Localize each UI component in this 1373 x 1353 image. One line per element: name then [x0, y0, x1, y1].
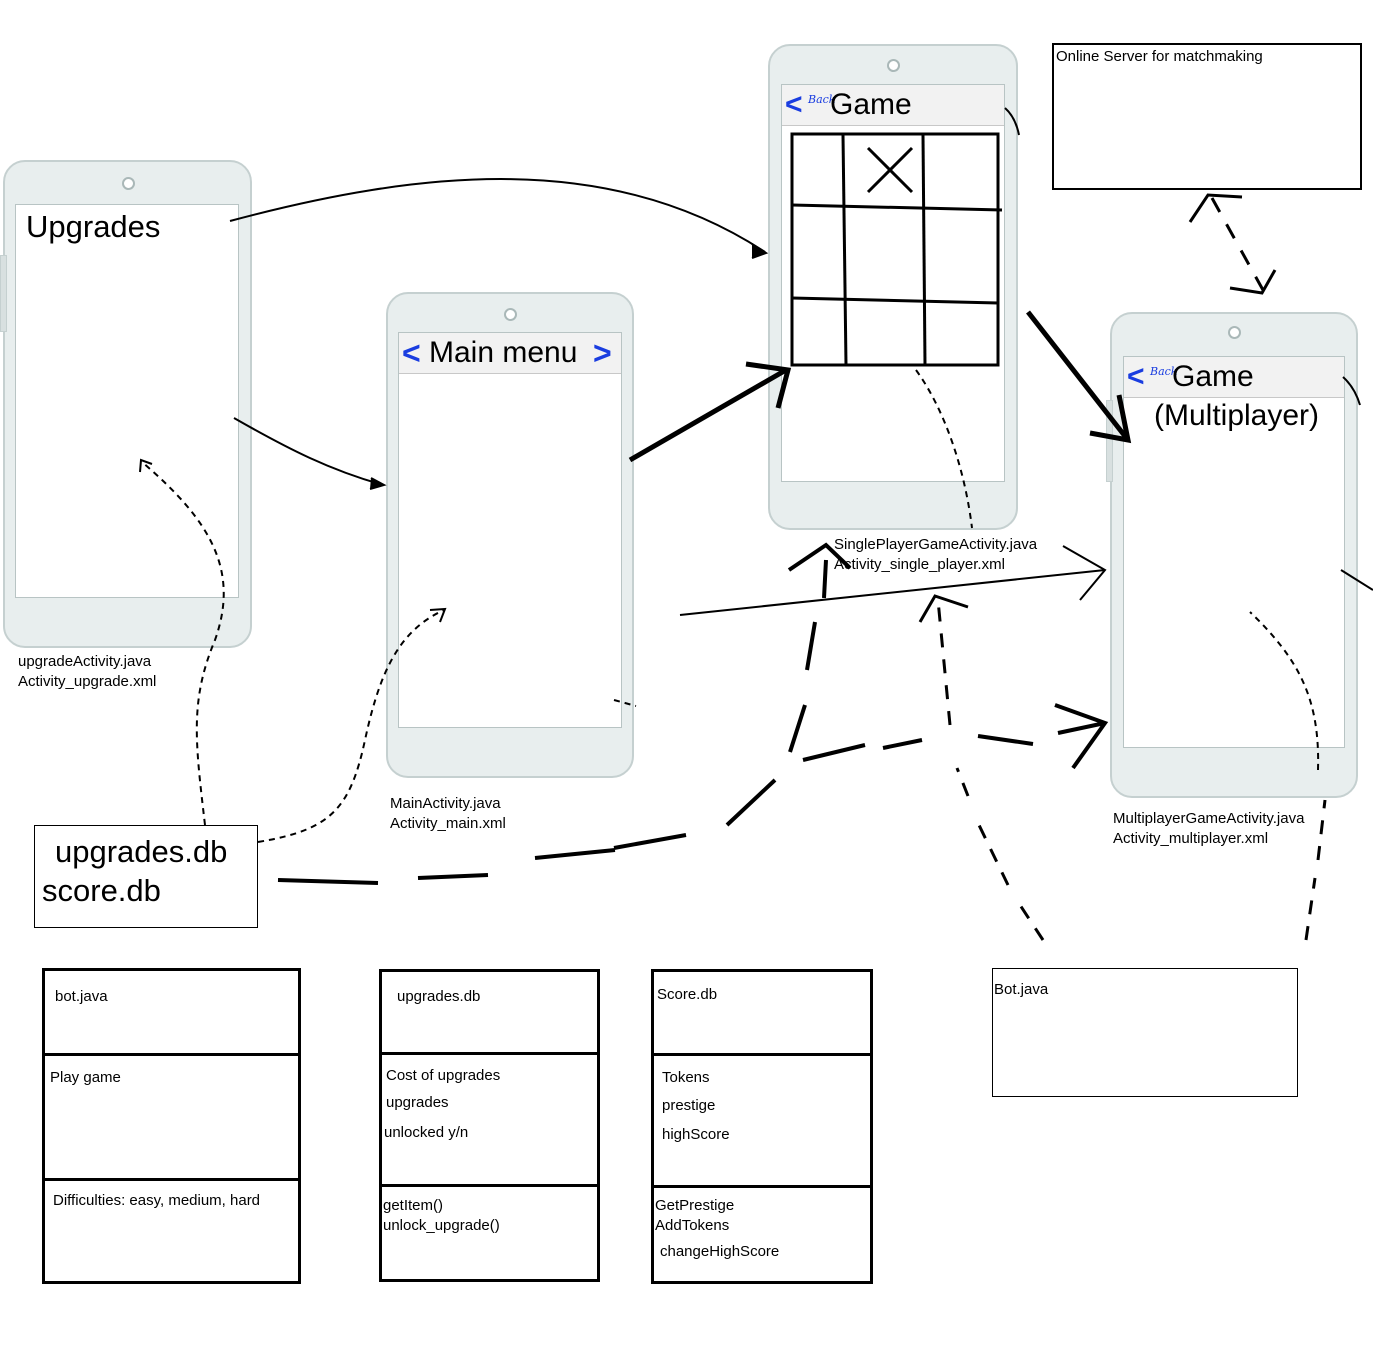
single-xml-label: Activity_single_player.xml: [834, 556, 1005, 573]
edge-mark: [1340, 569, 1373, 591]
side-button: [1106, 400, 1113, 482]
class-upgrades-db: upgrades.db Cost of upgrades upgrades un…: [379, 969, 600, 1282]
multi-java-label: MultiplayerGameActivity.java: [1113, 810, 1305, 827]
class-method: AddTokens: [655, 1217, 730, 1234]
main-menu-titlebar: < Main menu >: [399, 333, 621, 374]
class-bot-java: bot.java Play game Difficulties: easy, m…: [42, 968, 301, 1284]
speaker-icon: [122, 177, 135, 190]
class-score-db: Score.db Tokens prestige highScore GetPr…: [651, 969, 873, 1284]
main-xml-label: Activity_main.xml: [390, 815, 506, 832]
online-server-box: Online Server for matchmaking: [1052, 43, 1362, 190]
class-name: bot.java: [55, 988, 108, 1005]
class-method: GetPrestige: [655, 1197, 735, 1214]
arrow-bot-to-multiplayer: [1304, 799, 1327, 941]
class-name: Score.db: [657, 986, 718, 1003]
arrow-server-multiplayer: [1188, 193, 1277, 295]
phone-multiplayer: < Back Game (Multiplayer): [1110, 312, 1358, 798]
phone-single-player: < Back Game: [768, 44, 1018, 530]
main-menu-title: Main menu: [429, 336, 578, 369]
upgrades-java-label: upgradeActivity.java: [18, 653, 152, 670]
arrow-db-to-main: [257, 607, 447, 843]
edge-mark: [1342, 376, 1361, 406]
class-divider: [45, 1178, 298, 1181]
edge-mark: [1004, 107, 1020, 136]
single-java-label: SinglePlayerGameActivity.java: [834, 536, 1038, 553]
class-field: upgrades: [386, 1094, 449, 1111]
chevron-right-icon[interactable]: >: [593, 335, 612, 371]
chevron-left-icon[interactable]: <: [402, 335, 421, 371]
class-field: Tokens: [662, 1069, 710, 1086]
class-divider: [654, 1185, 870, 1188]
upgrades-title: Upgrades: [26, 209, 161, 244]
class-field: highScore: [662, 1126, 730, 1143]
multiplayer-title: Game: [1172, 360, 1254, 393]
class-divider: [382, 1052, 597, 1055]
arrow-db-to-single: [787, 542, 852, 753]
upgrades-db-label: upgrades.db: [55, 834, 228, 869]
tic-tac-toe-board: [790, 132, 1003, 367]
phone-main-menu: < Main menu >: [386, 292, 634, 778]
arrow-db-to-upgrades: [139, 458, 225, 826]
online-server-label: Online Server for matchmaking: [1056, 48, 1263, 65]
main-menu-screen: < Main menu >: [398, 332, 622, 728]
dashed-line-single: [915, 369, 973, 529]
speaker-icon: [504, 308, 517, 321]
class-name: upgrades.db: [397, 988, 481, 1005]
database-box: upgrades.db score.db: [34, 825, 258, 928]
phone-upgrades: Upgrades: [3, 160, 252, 648]
class-divider: [654, 1053, 870, 1056]
single-player-title: Game: [830, 88, 912, 121]
score-db-label: score.db: [42, 873, 161, 908]
class-method: Difficulties: easy, medium, hard: [53, 1192, 261, 1209]
class-divider: [45, 1053, 298, 1056]
bot-java-box: Bot.java: [992, 968, 1298, 1097]
upgrades-screen: Upgrades: [15, 204, 239, 598]
class-field: Cost of upgrades: [386, 1067, 501, 1084]
back-icon[interactable]: <: [1127, 360, 1145, 393]
side-button: [0, 255, 7, 332]
arrow-bot-to-single: [918, 594, 1045, 941]
bot-java-label: Bot.java: [994, 981, 1049, 998]
single-player-titlebar: < Back Game: [782, 85, 1004, 126]
class-method: unlock_upgrade(): [383, 1217, 500, 1234]
multiplayer-titlebar: < Back Game: [1124, 357, 1344, 398]
arrow-upgrades-to-main: [233, 417, 387, 490]
class-divider: [382, 1184, 597, 1187]
arrow-main-to-game: [628, 361, 792, 463]
single-player-screen: < Back Game: [781, 84, 1005, 482]
multi-xml-label: Activity_multiplayer.xml: [1113, 830, 1269, 847]
arrow-db-to-multiplayer: [277, 703, 1109, 885]
class-field: Play game: [50, 1069, 121, 1086]
main-java-label: MainActivity.java: [390, 795, 501, 812]
back-icon[interactable]: <: [785, 88, 803, 121]
multiplayer-subtitle: (Multiplayer): [1154, 399, 1320, 432]
speaker-icon: [1228, 326, 1241, 339]
multiplayer-screen: < Back Game (Multiplayer): [1123, 356, 1345, 748]
class-method: changeHighScore: [660, 1243, 780, 1260]
class-field: unlocked y/n: [384, 1124, 469, 1141]
speaker-icon: [887, 59, 900, 72]
arrow-game-to-multiplayer: [1026, 310, 1132, 444]
dash-mark: [613, 699, 637, 707]
back-label[interactable]: Back: [808, 93, 836, 106]
dashed-line-multiplayer: [1249, 611, 1320, 771]
arrow-main-to-multiplayer: [679, 545, 1107, 616]
back-label[interactable]: Back: [1150, 365, 1178, 378]
upgrades-xml-label: Activity_upgrade.xml: [18, 673, 157, 690]
arrow-upgrades-to-game: [229, 178, 769, 259]
class-field: prestige: [662, 1097, 716, 1114]
x-mark-icon: [866, 146, 914, 194]
class-method: getItem(): [383, 1197, 444, 1214]
